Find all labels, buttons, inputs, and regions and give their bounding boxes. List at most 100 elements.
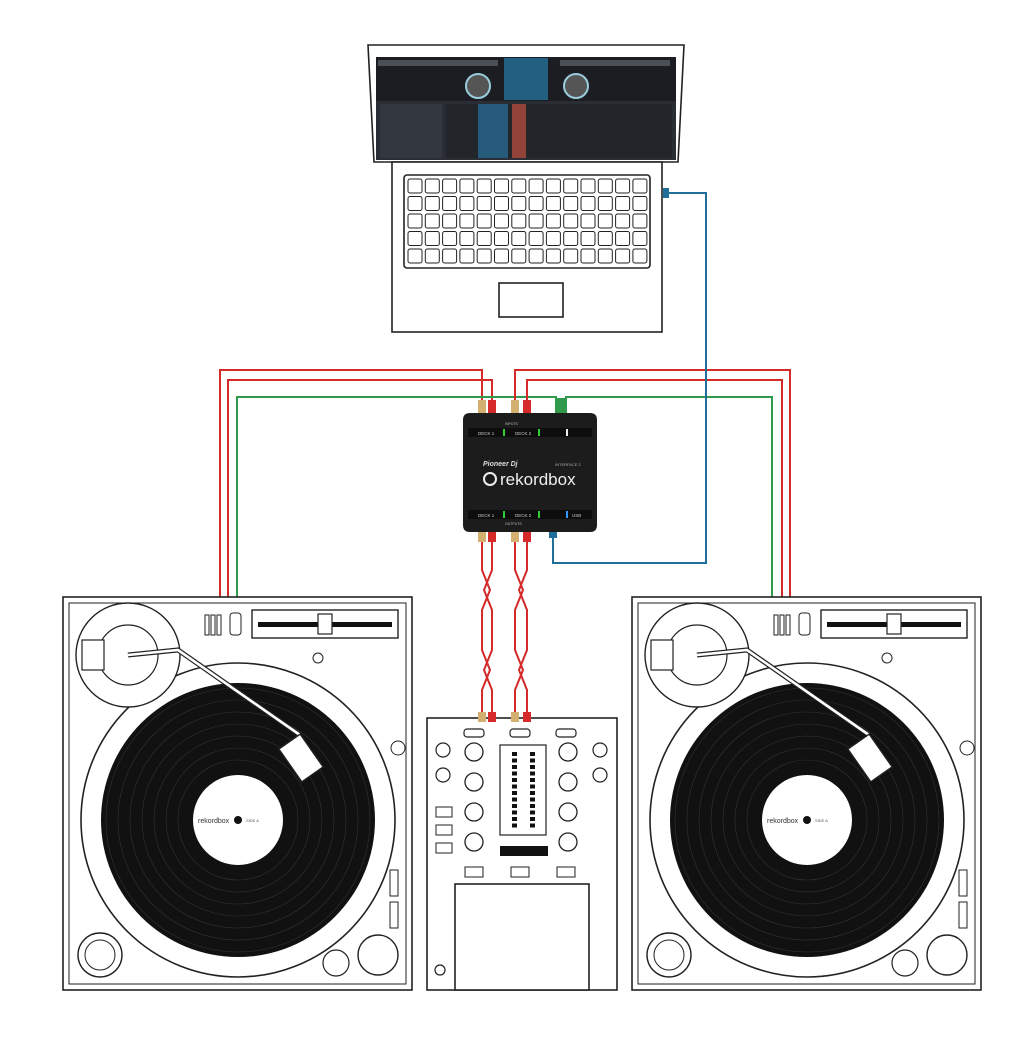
speed-button	[785, 614, 791, 636]
counterweight	[81, 639, 105, 671]
side-button	[958, 901, 968, 929]
pitch-slider-handle	[886, 613, 902, 635]
record-label-text-left: rekordbox SIDE A	[198, 818, 259, 825]
target-light	[881, 652, 893, 664]
record-brand-right: rekordbox	[767, 818, 799, 825]
key	[545, 178, 561, 194]
key	[545, 248, 561, 264]
channel-knob	[558, 802, 578, 822]
key	[615, 248, 631, 264]
start-stop-button	[798, 612, 811, 636]
meter-segment	[512, 778, 517, 782]
record-groove	[746, 759, 868, 881]
meter-segment	[512, 810, 517, 815]
start-button	[646, 932, 692, 978]
input-deck2-label: DECK 2	[515, 431, 532, 436]
record-label-text-right: rekordbox SIDE A	[767, 818, 828, 825]
key	[442, 196, 458, 211]
output-cable-4	[517, 532, 528, 715]
key	[476, 213, 492, 229]
record-side-left: SIDE A	[246, 818, 259, 823]
input-switch	[555, 728, 577, 738]
speed-button	[773, 614, 779, 636]
input-switch	[509, 728, 531, 738]
turntable-inner-border	[68, 602, 407, 985]
meter-segment	[530, 771, 535, 776]
key	[424, 213, 440, 229]
key	[476, 196, 492, 211]
rca-plugs-bottom	[478, 528, 557, 542]
headphone-jack	[434, 964, 446, 976]
channel-knob	[464, 742, 484, 762]
stop-button	[357, 934, 399, 976]
tonearm	[127, 648, 301, 737]
key	[459, 213, 475, 229]
key	[494, 178, 509, 194]
counterweight	[650, 639, 674, 671]
key	[528, 231, 544, 246]
key	[580, 231, 596, 246]
meter-segment	[530, 752, 535, 756]
meter-segment	[530, 778, 535, 782]
output-cable-1	[481, 532, 492, 715]
key	[597, 196, 613, 211]
key	[476, 248, 492, 264]
key	[459, 196, 475, 211]
key	[494, 231, 509, 246]
key	[528, 213, 544, 229]
record-groove	[141, 723, 335, 917]
record-groove	[734, 747, 880, 893]
booth-knob	[592, 767, 608, 783]
meter-segment	[512, 823, 517, 828]
record-groove	[722, 735, 892, 905]
turntable-inner-border	[637, 602, 976, 985]
key	[597, 213, 613, 229]
key	[545, 196, 561, 211]
key	[442, 213, 458, 229]
record-groove	[129, 711, 347, 929]
tonearm	[696, 648, 870, 737]
brand-label: Pioneer Dj	[483, 461, 519, 468]
key	[632, 178, 648, 194]
product-label: rekordbox	[500, 470, 576, 489]
cue-button	[510, 866, 530, 878]
meter-segment	[512, 804, 517, 808]
output-deck1-label: DECK 1	[478, 513, 495, 518]
key	[528, 248, 544, 264]
channel-knob	[464, 832, 484, 852]
side-button	[958, 869, 968, 897]
key	[442, 248, 458, 264]
meter-segment	[530, 784, 535, 789]
key	[442, 231, 458, 246]
channel-knob	[558, 832, 578, 852]
key	[476, 231, 492, 246]
key	[407, 231, 423, 246]
red-cable-left-inner	[227, 379, 493, 597]
key	[407, 178, 423, 194]
strobe-light	[959, 740, 975, 756]
cue-button	[464, 866, 484, 878]
key	[494, 196, 509, 211]
meter-segment	[530, 758, 535, 763]
record-groove	[105, 687, 371, 953]
record-brand-left: rekordbox	[198, 818, 230, 825]
usb-port	[663, 188, 669, 198]
rekordbox-logo-icon	[483, 472, 497, 486]
model-label: INTERFACE 2	[555, 462, 582, 467]
key	[459, 231, 475, 246]
laptop	[367, 44, 685, 333]
key	[407, 248, 423, 264]
start-button	[77, 932, 123, 978]
key	[580, 196, 596, 211]
key	[580, 248, 596, 264]
key	[545, 213, 561, 229]
record-groove	[153, 735, 323, 905]
record-groove	[674, 687, 940, 953]
key	[597, 248, 613, 264]
meter-segment	[530, 823, 535, 828]
meter-segment	[512, 791, 517, 795]
target-light	[312, 652, 324, 664]
mixer-button	[435, 824, 453, 836]
record-groove	[698, 711, 916, 929]
